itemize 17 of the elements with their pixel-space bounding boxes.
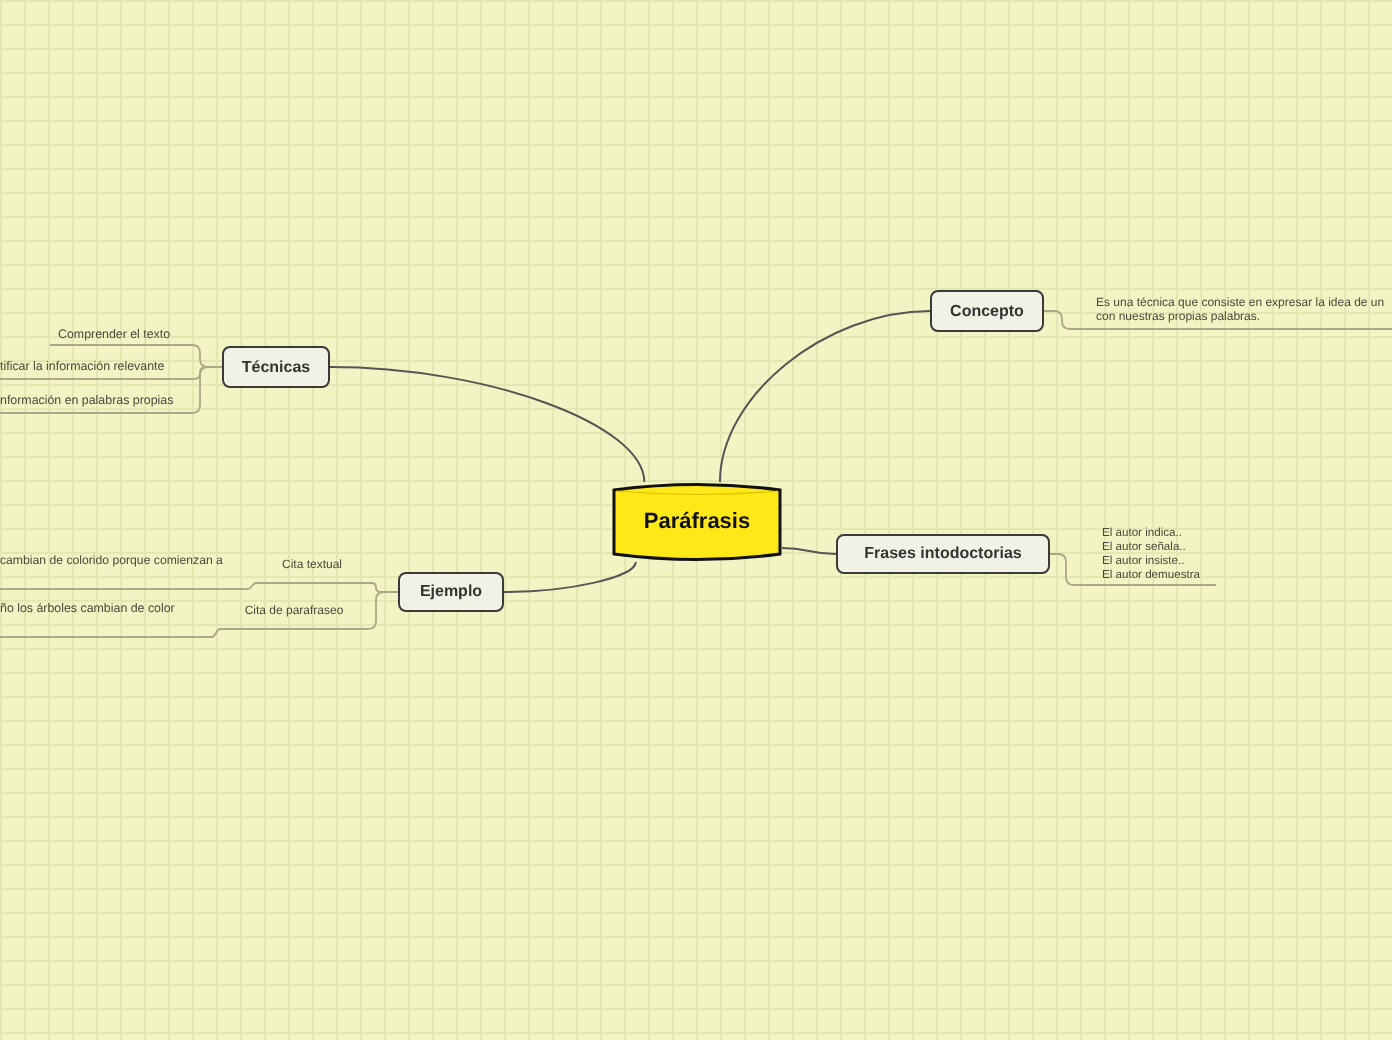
connector-line	[191, 366, 223, 414]
connector-line	[503, 561, 637, 593]
connector-line	[1049, 553, 1075, 586]
underlined-subtopic	[1074, 526, 1216, 586]
connector-line	[1043, 310, 1071, 330]
connector-line	[329, 366, 646, 483]
topic-title: Paráfrasis	[643, 511, 751, 533]
connector-line	[781, 547, 837, 555]
connector-line	[247, 582, 257, 590]
connector-line	[211, 628, 221, 638]
topic-box: Técnicas	[222, 346, 330, 388]
topic-box: Concepto	[930, 290, 1044, 332]
connector-line	[367, 591, 399, 630]
topic-box: Ejemplo	[398, 572, 504, 612]
topic-box: Frases intodoctorias	[836, 534, 1050, 574]
cylinder-topic	[612, 482, 782, 562]
connector-line	[718, 310, 931, 483]
